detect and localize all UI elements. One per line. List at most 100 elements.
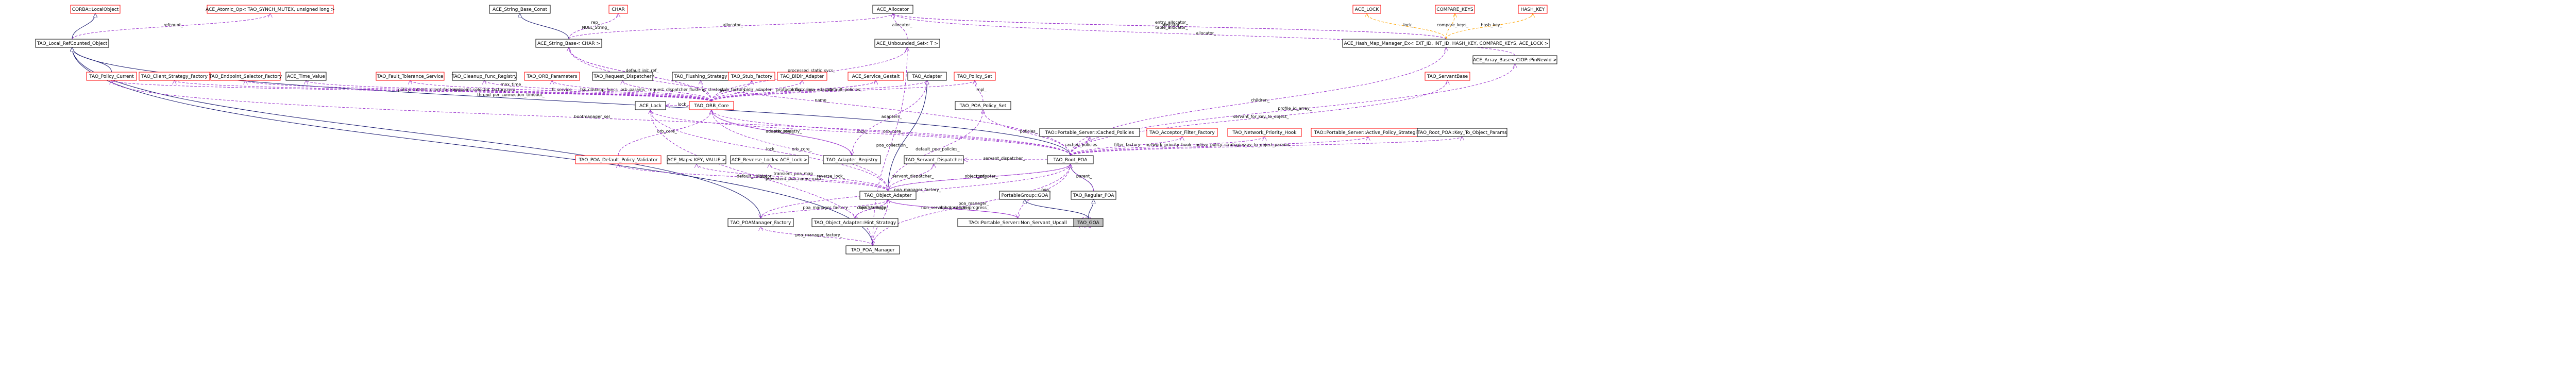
node-corba-localobject[interactable]: CORBA::LocalObject	[70, 5, 121, 14]
edge-label: name_	[815, 98, 829, 103]
node-tao-flushing-strategy[interactable]: TAO_Flushing_Strategy	[672, 72, 730, 81]
edge-label: entry_allocator_table_allocator_	[1155, 20, 1189, 30]
edge-label: network_priority_hook_	[1146, 143, 1194, 147]
node-portablegroup-goa[interactable]: PortableGroup::GOA	[999, 191, 1050, 200]
node-tao-poa-default-policy-validator[interactable]: TAO_POA_Default_Policy_Validator	[575, 155, 662, 164]
node-ace-lock[interactable]: ACE_Lock	[635, 101, 666, 110]
node-tao-bidir-adapter[interactable]: TAO_BiDir_Adapter	[777, 72, 827, 81]
node-tao-regular-poa[interactable]: TAO_Regular_POA	[1071, 191, 1116, 200]
node-compare-keys[interactable]: COMPARE_KEYS	[1435, 5, 1475, 14]
node-tao-adapter-registry[interactable]: TAO_Adapter_Registry	[823, 155, 881, 164]
node-ace-time-value[interactable]: ACE_Time_Value	[285, 72, 327, 81]
node-box	[728, 72, 775, 81]
node-ace-service-gestalt[interactable]: ACE_Service_Gestalt	[848, 72, 904, 81]
node-ace-string-base[interactable]: ACE_String_Base< CHAR >	[535, 39, 602, 48]
node-tao-endpoint-selector-factory[interactable]: TAO_Endpoint_Selector_Factory	[209, 72, 282, 81]
node-box	[907, 72, 947, 81]
node-tao-root-poa-key-to-object-params[interactable]: TAO_Root_POA::Key_To_Object_Params	[1417, 128, 1507, 137]
node-tao-object-adapter[interactable]: TAO_Object_Adapter	[859, 191, 917, 200]
node-tao-client-strategy-factory[interactable]: TAO_Client_Strategy_Factory	[139, 72, 210, 81]
edge-label: poa_	[1041, 188, 1052, 192]
node-char[interactable]: CHAR	[608, 5, 628, 14]
edge-label: root_	[976, 174, 987, 179]
edge-ace_string_base_const-to-ace_string_base	[520, 13, 569, 40]
node-tao-active-policy-strategies[interactable]: TAO::Portable_Server::Active_Policy_Stra…	[1311, 128, 1426, 137]
node-ace-string-base-const[interactable]: ACE_String_Base_Const	[489, 5, 551, 14]
node-box	[777, 72, 827, 81]
node-tao-policy-current[interactable]: TAO_Policy_Current	[86, 72, 137, 81]
node-ace-hash-map-manager[interactable]: ACE_Hash_Map_Manager_Ex< EXT_ID, INT_ID,…	[1342, 39, 1550, 48]
edge-label: default_poa_policies_	[916, 147, 960, 151]
edge-portablegroup_goa-to-tao_goa	[1025, 199, 1089, 219]
node-tao-orb-parameters[interactable]: TAO_ORB_Parameters	[524, 72, 580, 81]
edge-tao_portable_server_cached_policies-to-tao_root_poa	[1070, 136, 1090, 156]
node-box	[285, 72, 327, 81]
edge-tao_bidir_adapter-to-tao_orb_core	[711, 80, 802, 102]
node-ace-allocator[interactable]: ACE_Allocator	[872, 5, 913, 14]
node-tao-goa[interactable]: TAO_GOA	[1073, 218, 1104, 227]
edge-label: client_factory_	[430, 88, 461, 92]
node-label: TAO_Request_Dispatcher	[593, 74, 652, 79]
node-label: ACE_String_Base_Const	[493, 7, 547, 12]
node-label: HASH_KEY	[1521, 7, 1545, 12]
edge-tao_acceptor_filter_factory-to-tao_root_poa	[1070, 136, 1182, 156]
edge-label: poa_manager_factory_	[803, 206, 850, 210]
edge-label: hash_key_	[1481, 23, 1502, 27]
node-box	[1417, 128, 1507, 137]
node-tao-stub-factory[interactable]: TAO_Stub_Factory	[728, 72, 775, 81]
node-hash-key[interactable]: HASH_KEY	[1518, 5, 1548, 14]
node-tao-servantbase[interactable]: TAO_ServantBase	[1425, 72, 1470, 81]
node-box	[874, 39, 940, 48]
node-box	[35, 39, 109, 48]
node-label: TAO_Endpoint_Selector_Factory	[209, 74, 282, 79]
node-tao-object-adapter-hint-strategy[interactable]: TAO_Object_Adapter::Hint_Strategy	[811, 218, 899, 227]
node-tao-network-priority-hook[interactable]: TAO_Network_Priority_Hook	[1227, 128, 1302, 137]
node-tao-root-poa[interactable]: TAO_Root_POA	[1047, 155, 1094, 164]
node-tao-orb-core[interactable]: TAO_ORB_Core	[689, 101, 734, 110]
node-label: TAO_Acceptor_Filter_Factory	[1149, 130, 1215, 135]
edge-tao_network_priority_hook-to-tao_root_poa	[1070, 136, 1265, 156]
node-ace-unbounded-set[interactable]: ACE_Unbounded_Set< T >	[874, 39, 940, 48]
node-tao-poamanager-factory[interactable]: TAO_POAManager_Factory	[727, 218, 794, 227]
edge-tao_cleanup_func_registry-to-tao_orb_core	[484, 80, 712, 102]
node-tao-local-refcounted-object[interactable]: TAO_Local_RefCounted_Object	[35, 39, 109, 48]
edge-tao_policy_current-to-tao_orb_core	[112, 80, 712, 102]
edge-tao_client_strategy_factory-to-tao_orb_core	[175, 80, 712, 102]
edge-label: servant_dispatcher_	[892, 174, 934, 179]
node-tao-poa-manager[interactable]: TAO_POA_Manager	[845, 245, 900, 255]
node-box	[376, 72, 445, 81]
node-tao-servant-dispatcher[interactable]: TAO_Servant_Dispatcher	[904, 155, 964, 164]
node-tao-acceptor-filter-factory[interactable]: TAO_Acceptor_Filter_Factory	[1146, 128, 1218, 137]
edge-ace_atomic_op-to-tao_local_refcounted_object	[72, 13, 270, 40]
edge-ace_lock-to-tao_root_poa	[651, 109, 1071, 156]
node-ace-array-base[interactable]: ACE_Array_Base< CIOP::PinNewId >	[1472, 55, 1557, 64]
node-label: TAO_Regular_POA	[1073, 193, 1115, 198]
node-tao-adapter[interactable]: TAO_Adapter	[907, 72, 947, 81]
node-box	[139, 72, 210, 81]
node-tao-fault-tolerance-service[interactable]: TAO_Fault_Tolerance_Service	[376, 72, 445, 81]
node-box	[1047, 155, 1094, 164]
node-tao-cleanup-func-registry[interactable]: TAO_Cleanup_Func_Registry	[451, 72, 517, 81]
node-ace-atomic-op[interactable]: ACE_Atomic_Op< TAO_SYNCH_MUTEX, unsigned…	[206, 5, 335, 14]
edge-tao_regular_poa-to-tao_goa	[1088, 199, 1094, 219]
edge-label: children_	[1251, 98, 1270, 103]
node-label: ACE_Lock	[639, 104, 662, 109]
edge-label: filter_factory_	[1114, 143, 1143, 147]
edge-tao_orb_core-to-tao_poa_default_policy_validator	[618, 110, 711, 156]
edge-label: policies_	[1020, 129, 1038, 134]
node-tao-portable-server-cached-policies[interactable]: TAO::Portable_Server::Cached_Policies	[1039, 128, 1140, 137]
edge-tao_poamanager_factory-to-tao_root_poa	[761, 163, 1071, 218]
node-tao-non-servant-upcall[interactable]: TAO::Portable_Server::Non_Servant_Upcall	[957, 218, 1078, 227]
node-ace-reverse-lock[interactable]: ACE_Reverse_Lock< ACE_Lock >	[730, 155, 809, 164]
node-ace-map-key-value[interactable]: ACE_Map< KEY, VALUE >	[667, 155, 726, 164]
edge-ace_lock-to-tao_object_adapter	[651, 110, 888, 192]
node-ace-lock-top[interactable]: ACE_LOCK	[1352, 5, 1381, 14]
node-tao-policy-set[interactable]: TAO_Policy_Set	[954, 72, 996, 81]
node-tao-request-dispatcher[interactable]: TAO_Request_Dispatcher	[592, 72, 653, 81]
node-label: ACE_Service_Gestalt	[852, 74, 900, 79]
node-tao-poa-policy-set[interactable]: TAO_POA_Policy_Set	[955, 101, 1011, 110]
edge-hash_key-to-ace_hash_map_manager	[1446, 13, 1533, 40]
edge-tao_local_refcounted_object-to-tao_root_poa	[72, 47, 1071, 156]
edge-label: poa_adapter_	[807, 88, 836, 92]
edge-label: servant_for_key_to_object_	[1233, 114, 1290, 119]
